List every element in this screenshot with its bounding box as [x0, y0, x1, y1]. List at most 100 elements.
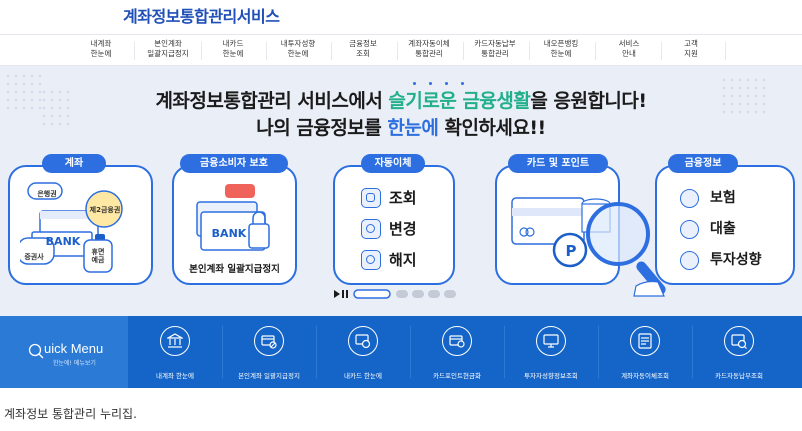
nav-label-line1: 내계좌	[90, 39, 112, 48]
sparkle-dot	[461, 82, 464, 85]
nav-label-line2: 한눈에	[550, 49, 572, 58]
sparkle-dot	[445, 82, 448, 85]
slide-indicator[interactable]	[444, 290, 456, 298]
nav-divider	[661, 42, 662, 60]
securities-badge: 증권사	[24, 253, 44, 261]
slide-indicator[interactable]	[412, 290, 424, 298]
play-pause-button[interactable]	[334, 290, 348, 298]
second-tier-badge: 제2금융권	[89, 206, 121, 214]
slide-indicator-active[interactable]	[353, 289, 391, 299]
card-financial-info[interactable]	[655, 165, 795, 285]
piggy-bank-icon	[361, 250, 381, 270]
quick-menu-bar: uick Menu 한눈에! 메뉴보기 내계좌 한눈에 본인계좌 일괄지급정지 …	[0, 316, 802, 388]
site-logo[interactable]: 계좌정보통합관리서비스	[123, 7, 280, 26]
finance-loan-label: 대출	[710, 221, 736, 237]
card-point-icon	[442, 326, 472, 356]
payment-stop-caption: 본인계좌 일괄지급정지	[189, 264, 280, 275]
autopay-row-lookup: 조회	[361, 188, 441, 208]
nav-label-line1: 내오픈뱅킹	[543, 39, 579, 48]
bank-badge: 은행권	[37, 190, 57, 198]
decorative-dots	[40, 88, 72, 128]
page-caption: 계좌정보 통합관리 누리집.	[4, 407, 137, 421]
card-magnifier-illustration	[511, 197, 666, 297]
quick-item-payment-stop[interactable]: 본인계좌 일괄지급정지	[222, 316, 316, 388]
loan-coin-icon	[680, 220, 699, 239]
headline-text: 을 응원합니다!	[530, 90, 647, 112]
headline-text: 나의 금융정보를	[256, 117, 388, 139]
decorative-dots	[720, 76, 768, 116]
account-illustration	[20, 182, 123, 273]
autopay-lookup-label: 조회	[389, 189, 417, 207]
nav-divider	[266, 42, 267, 60]
quick-item-label: 계좌자동이체조회	[621, 372, 669, 380]
card-points-tab: 카드 및 포인트	[508, 154, 608, 173]
quick-item-label: 카드포인트현금화	[433, 372, 481, 380]
quick-item-my-cards[interactable]: 내카드 한눈에	[316, 316, 410, 388]
nav-label-line2: 조회	[356, 49, 370, 58]
quick-menu-title: uick Menu	[44, 341, 104, 356]
nav-label-line1: 고객	[684, 39, 698, 48]
nav-divider	[725, 42, 726, 60]
bank-word: BANK	[45, 235, 81, 248]
point-letter: P	[565, 242, 577, 260]
account-autopay-icon-glyph	[638, 333, 652, 349]
card-account-tab: 계좌	[42, 154, 106, 173]
quick-item-label: 내계좌 한눈에	[156, 372, 194, 380]
dormant-deposit-badge: 휴면 예금	[91, 248, 105, 264]
finance-row-investment: 투자성향	[680, 250, 790, 270]
quick-menu-title-box[interactable]: uick Menu 한눈에! 메뉴보기	[0, 316, 128, 388]
bank-icon	[160, 326, 190, 356]
quick-item-card-point-cash[interactable]: 카드포인트현금화	[410, 316, 504, 388]
icon-glyph	[366, 193, 375, 202]
headline-text: 확인하세요!!	[438, 117, 546, 139]
autopay-row-cancel: 해지	[361, 250, 441, 270]
slide-indicator[interactable]	[428, 290, 440, 298]
icon-glyph	[366, 224, 375, 233]
icon-glyph	[366, 255, 375, 264]
headline-highlight: 슬기로운 금융생활	[388, 90, 531, 112]
slide-indicator[interactable]	[396, 290, 408, 298]
nav-label-line1: 카드자동납부	[474, 39, 516, 48]
quick-divider	[410, 326, 411, 378]
quick-menu-subtitle: 한눈에! 메뉴보기	[53, 360, 96, 367]
sparkle-dot	[429, 82, 432, 85]
card-consumer-tab: 금융소비자 보호	[180, 154, 288, 173]
quick-item-account-autopay[interactable]: 계좌자동이체조회	[598, 316, 692, 388]
site-header: 계좌정보통합관리서비스	[0, 0, 802, 34]
autopay-change-label: 변경	[389, 220, 417, 238]
document-search-icon	[361, 188, 381, 208]
quick-item-my-accounts[interactable]: 내계좌 한눈에	[128, 316, 222, 388]
card-finance-tab: 금융정보	[668, 154, 738, 173]
card-autopay[interactable]	[333, 165, 455, 285]
nav-label-line2: 지원	[684, 49, 698, 58]
quick-item-label: 카드자동납부조회	[715, 372, 763, 380]
autopay-row-change: 변경	[361, 219, 441, 239]
nav-label-line1: 내카드	[222, 39, 244, 48]
quick-divider	[504, 326, 505, 378]
quick-divider	[598, 326, 599, 378]
nav-divider	[397, 42, 398, 60]
quick-item-label: 투자자성향정보조회	[524, 372, 578, 380]
nav-divider	[529, 42, 530, 60]
nav-label-line1: 서비스	[618, 39, 640, 48]
quick-item-card-autopay[interactable]: 카드자동납부조회	[692, 316, 786, 388]
quick-item-label: 내카드 한눈에	[344, 372, 382, 380]
nav-label-line1: 본인계좌	[154, 39, 182, 48]
quick-item-investor-profile[interactable]: 투자자성향정보조회	[504, 316, 598, 388]
hero-banner[interactable]: 계좌정보통합관리 서비스에서 슬기로운 금융생활을 응원합니다! 나의 금융정보…	[0, 66, 802, 316]
finance-insurance-label: 보험	[710, 190, 736, 206]
card-block-icon	[254, 326, 284, 356]
card-icon-glyph	[355, 334, 371, 349]
decorative-dots	[4, 72, 44, 112]
